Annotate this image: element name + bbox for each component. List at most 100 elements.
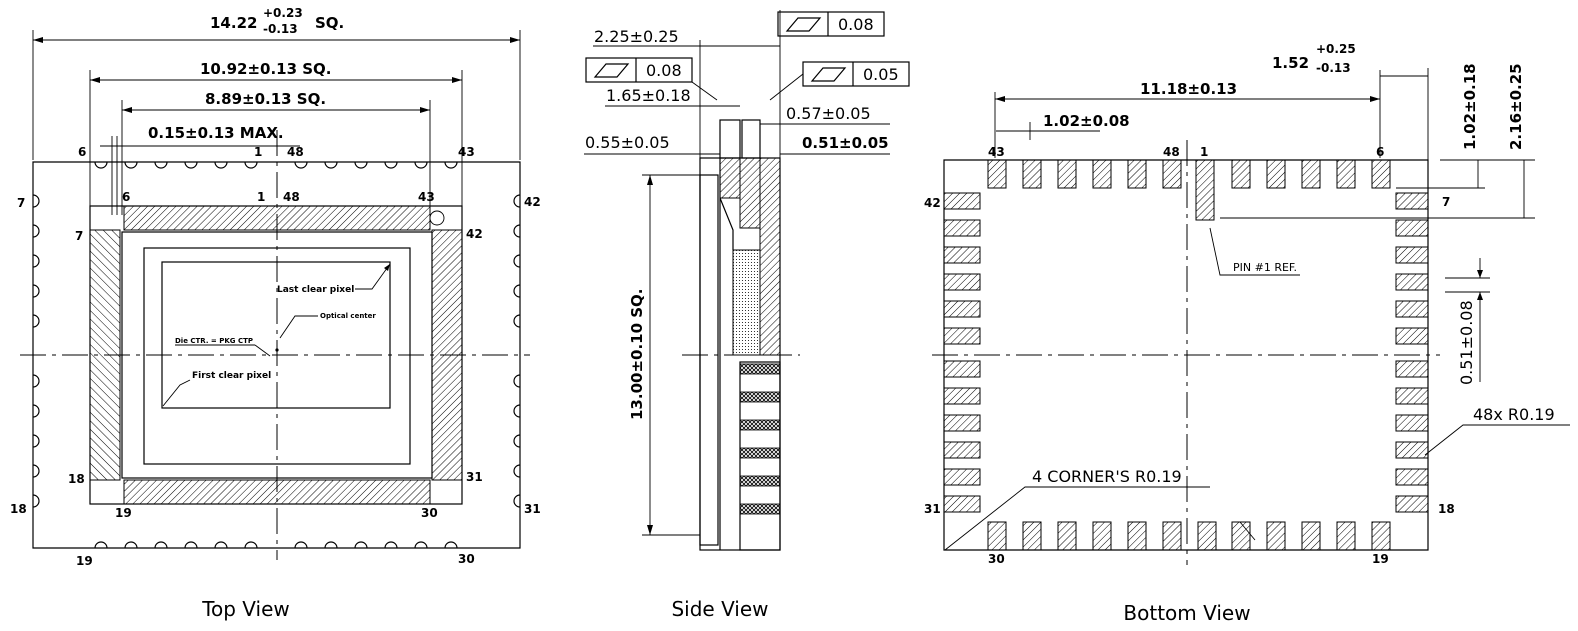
top-pin-42: 42 (524, 195, 541, 209)
pad (1266, 159, 1286, 189)
pad (1022, 159, 1042, 189)
bottom-pin-6: 6 (1376, 145, 1384, 159)
top-pin-43: 43 (458, 145, 475, 159)
bottom-pin-48: 48 (1163, 145, 1180, 159)
caption-side-view: Side View (671, 597, 768, 621)
pad (1395, 387, 1429, 405)
bottom-pin-30: 30 (988, 552, 1005, 566)
pad (987, 159, 1007, 189)
bottom-dim-pad: 0.51±0.08 (1457, 300, 1476, 385)
pad (943, 300, 981, 318)
caption-top-view: Top View (201, 597, 290, 621)
pad (1395, 495, 1429, 513)
side-dim-height: 13.00±0.10 SQ. (628, 289, 646, 421)
top-dim-overall: 14.22 (210, 14, 257, 32)
pad (943, 414, 981, 432)
pad (1301, 159, 1321, 189)
side-dim-2-25: 2.25±0.25 (594, 27, 679, 46)
bottom-pin-43: 43 (988, 145, 1005, 159)
bottom-dim-1-52-plus: +0.25 (1316, 42, 1356, 56)
top-dim-offset: 0.15±0.13 MAX. (148, 124, 284, 142)
top-dim-inner: 10.92±0.13 SQ. (200, 60, 332, 78)
pad (1395, 327, 1429, 345)
bottom-view: 11.18±0.13 1.52 +0.25 -0.13 1.02±0.08 1.… (924, 42, 1570, 625)
top-inner-pin-7: 7 (75, 229, 83, 243)
pad (1197, 521, 1217, 551)
pad (987, 521, 1007, 551)
bottom-pin-19: 19 (1372, 552, 1389, 566)
pad (1336, 521, 1356, 551)
bottom-pin-42: 42 (924, 196, 941, 210)
bottom-dim-1-52: 1.52 (1272, 54, 1309, 72)
bottom-pin-31: 31 (924, 502, 941, 516)
top-dim-overall-suffix: SQ. (315, 14, 344, 32)
pad (943, 468, 981, 486)
pad (1395, 219, 1429, 237)
label-corner-radius: 4 CORNER'S R0.19 (1032, 467, 1182, 486)
pad (1266, 521, 1286, 551)
pad (1022, 521, 1042, 551)
top-view: 14.22 +0.23 -0.13 SQ. 10.92±0.13 SQ. 8.8… (10, 6, 541, 621)
top-inner-pin-48: 48 (283, 190, 300, 204)
pad (1395, 441, 1429, 459)
top-pin-6: 6 (78, 145, 86, 159)
top-pin-30: 30 (458, 552, 475, 566)
pad (1092, 159, 1112, 189)
bottom-pin-7: 7 (1442, 195, 1450, 209)
top-pin-1: 1 (254, 145, 262, 159)
side-flatness-left: 0.08 (646, 61, 682, 80)
pad (1371, 159, 1391, 189)
top-pin-48: 48 (287, 145, 304, 159)
pad (943, 387, 981, 405)
top-inner-pin-43: 43 (418, 190, 435, 204)
top-dim-overall-minus: -0.13 (263, 22, 298, 36)
pad (1395, 360, 1429, 378)
pad (1395, 414, 1429, 432)
caption-bottom-view: Bottom View (1123, 601, 1250, 625)
pad (943, 360, 981, 378)
pad (1395, 246, 1429, 264)
top-pin-7: 7 (17, 196, 25, 210)
side-dim-1-65: 1.65±0.18 (606, 86, 691, 105)
pad (1301, 521, 1321, 551)
top-pin-18: 18 (10, 502, 27, 516)
bottom-dim-v1: 1.02±0.18 (1461, 63, 1479, 150)
top-inner-pin-1: 1 (257, 190, 265, 204)
bottom-pads (943, 159, 1429, 551)
top-inner-pin-31: 31 (466, 470, 483, 484)
pad (1231, 521, 1251, 551)
label-pin-ref: PIN #1 REF. (1233, 261, 1297, 274)
pad (1371, 521, 1391, 551)
pad (1395, 192, 1429, 210)
label-optical-center: Optical center (320, 312, 376, 320)
pad (943, 219, 981, 237)
pad (1162, 159, 1182, 189)
label-last-clear-pixel: Last clear pixel (277, 285, 354, 295)
pad (943, 273, 981, 291)
side-flatness-right: 0.05 (863, 65, 899, 84)
pad (943, 441, 981, 459)
bottom-dim-v2: 2.16±0.25 (1507, 63, 1525, 150)
top-inner-pin-19: 19 (115, 506, 132, 520)
top-pin-31: 31 (524, 502, 541, 516)
pad (1395, 468, 1429, 486)
pad (1057, 159, 1077, 189)
pad (1162, 521, 1182, 551)
top-pin-19: 19 (76, 554, 93, 568)
label-first-clear-pixel: First clear pixel (192, 371, 271, 381)
bottom-dim-span: 11.18±0.13 (1140, 80, 1237, 98)
top-dim-overall-plus: +0.23 (263, 6, 303, 20)
pad (1057, 521, 1077, 551)
label-die-center: Die CTR. = PKG CTP (175, 337, 253, 345)
pad (1092, 521, 1112, 551)
pad (1231, 159, 1251, 189)
pad (1395, 273, 1429, 291)
side-view: 13.00±0.10 SQ. 2.25±0.25 0.08 0.08 1.65±… (584, 10, 910, 621)
top-dim-die: 8.89±0.13 SQ. (205, 90, 326, 108)
pad (1395, 300, 1429, 318)
top-inner-pin-42: 42 (466, 227, 483, 241)
side-dim-0-55: 0.55±0.05 (585, 133, 670, 152)
side-flatness-top: 0.08 (838, 15, 874, 34)
side-dim-0-51: 0.51±0.05 (802, 134, 889, 152)
